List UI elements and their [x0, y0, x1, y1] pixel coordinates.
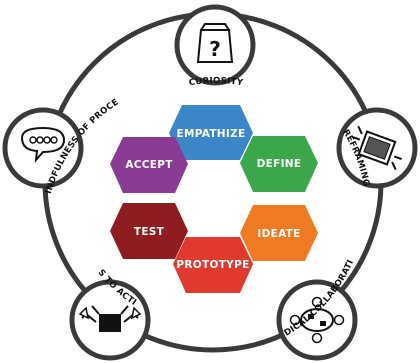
hexagon-ideate: IDEATE — [240, 205, 318, 261]
frame-hands-icon — [351, 125, 403, 171]
team-table-icon — [289, 296, 345, 344]
hexagon-test-label: TEST — [134, 226, 165, 238]
hexagon-prototype-shape — [173, 237, 253, 293]
hexagon-ideate-shape — [240, 205, 318, 261]
mindset-mindfulness-of-process: MINDFULNESS OF PROCESS — [0, 0, 121, 195]
question-bag-icon: ? — [196, 23, 234, 63]
curiosity-label: CURIOSITY — [188, 76, 244, 88]
hexagon-define-label: DEFINE — [257, 158, 302, 170]
hexagon-define-shape — [240, 136, 318, 192]
mindset-reframing: REFRAMING — [336, 107, 418, 189]
hexagon-accept: ACCEPT — [110, 137, 188, 193]
mindset-curiosity: ? CURIOSITY — [174, 4, 256, 88]
hexagon-accept-label: ACCEPT — [125, 159, 173, 171]
hexagon-empathize-shape — [169, 105, 253, 160]
hexagon-empathize-label: EMPATHIZE — [176, 128, 245, 140]
hexagon-prototype: PROTOTYPE — [173, 237, 253, 293]
hexagon-accept-shape — [110, 137, 188, 193]
svg-text:?: ? — [209, 37, 221, 61]
hands-box-icon — [78, 305, 142, 332]
hexagon-empathize: EMPATHIZE — [169, 105, 253, 160]
hexagon-test-shape — [110, 203, 188, 259]
hexagon-prototype-label: PROTOTYPE — [176, 259, 249, 271]
hexagon-ideate-label: IDEATE — [257, 228, 300, 240]
hexagon-define: DEFINE — [240, 136, 318, 192]
hexagon-test: TEST — [110, 203, 188, 259]
thought-bubble-icon — [20, 126, 66, 164]
